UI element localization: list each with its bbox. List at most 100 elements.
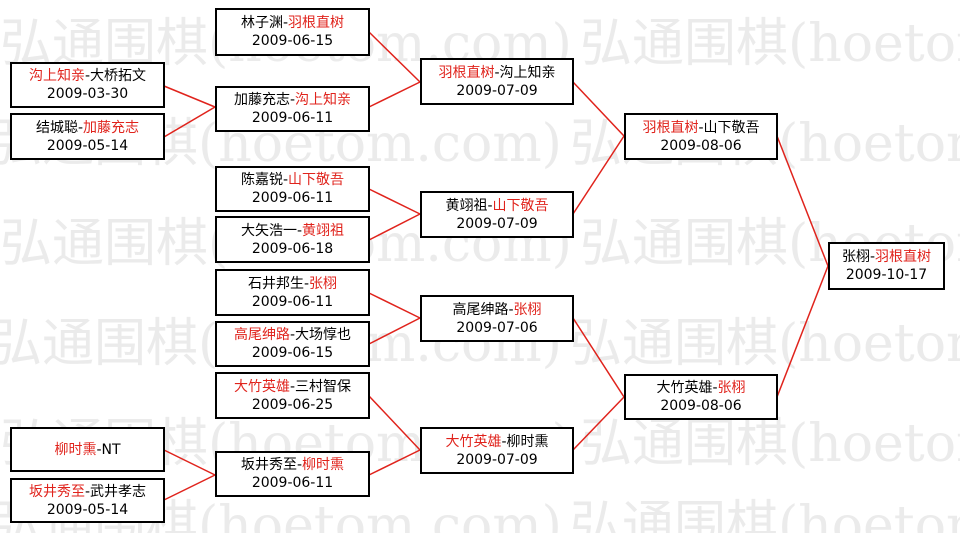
player-name: 武井孝志	[90, 483, 147, 500]
connector-line	[368, 395, 421, 451]
separator: -	[487, 197, 493, 214]
player-name: 柳时熏	[54, 441, 97, 458]
match-date: 2009-06-15	[251, 33, 334, 49]
match-players: 加藤充志-沟上知亲	[234, 91, 351, 109]
separator: -	[77, 119, 84, 136]
separator: -	[296, 222, 303, 239]
player-name: 林子渊	[240, 15, 283, 31]
player-name: 坂井秀至	[28, 483, 85, 500]
match-players: 大竹英雄-三村智保	[234, 378, 351, 396]
separator: -	[303, 275, 310, 292]
player-name: 沟上知亲	[499, 64, 556, 81]
player-name: 大矢浩一	[240, 222, 297, 239]
player-name: 羽根直树	[438, 64, 495, 81]
match-players: 石井邦生-张栩	[248, 275, 337, 293]
connector-line	[368, 81, 421, 108]
connector-line	[572, 81, 625, 137]
match-players: 沟上知亲-大桥拓文	[29, 67, 146, 85]
connector-line	[572, 396, 625, 451]
connector-line	[368, 188, 421, 215]
match-date: 2009-07-06	[456, 319, 538, 336]
player-name: 张栩	[841, 249, 870, 265]
player-name: 黄翊祖	[302, 222, 345, 239]
match-players: 坂井秀至-柳时熏	[241, 456, 344, 474]
separator: -	[289, 92, 296, 108]
player-name: 三村智保	[295, 378, 352, 395]
player-name: 加藤充志	[233, 92, 290, 108]
connector-line	[776, 135, 829, 267]
player-name: NT	[101, 441, 121, 458]
match-players: 林子渊-羽根直树	[241, 14, 344, 32]
match-date: 2009-06-11	[251, 293, 334, 310]
separator: -	[869, 249, 876, 265]
connector-line	[163, 449, 216, 476]
match-date: 2009-06-25	[251, 396, 334, 413]
match-date: 2009-07-09	[456, 451, 538, 468]
match-date: 2009-06-15	[251, 345, 334, 361]
match-date: 2009-05-14	[46, 501, 129, 518]
player-name: 高尾绅路	[452, 301, 509, 318]
connector-line	[163, 474, 216, 501]
player-name: 羽根直树	[288, 15, 345, 31]
match-date: 2009-05-14	[46, 137, 129, 154]
separator: -	[501, 433, 507, 450]
separator: -	[96, 441, 102, 458]
match-players: 高尾绅路-大场惇也	[234, 326, 351, 344]
player-name: 高尾绅路	[233, 327, 290, 343]
separator: -	[698, 119, 704, 136]
connector-line	[368, 292, 421, 319]
match-date: 2009-06-18	[251, 240, 334, 257]
player-name: 山下敬吾	[288, 172, 345, 188]
player-name: 陈嘉锐	[240, 172, 283, 188]
connector-line	[368, 317, 421, 345]
match-players: 羽根直树-沟上知亲	[438, 64, 555, 82]
match-date: 2009-08-06	[660, 398, 742, 414]
connector-line	[572, 135, 625, 215]
player-name: 黄翊祖	[445, 197, 488, 214]
player-name: 坂井秀至	[240, 457, 297, 473]
separator: -	[282, 172, 289, 188]
player-name: 张栩	[513, 301, 542, 318]
separator: -	[282, 15, 289, 31]
player-name: 柳时熏	[302, 457, 345, 473]
connector-line	[368, 213, 421, 241]
connector-line	[163, 85, 216, 108]
match-date: 2009-08-06	[660, 137, 742, 154]
match-players: 陈嘉锐-山下敬吾	[241, 171, 344, 189]
player-name: 大桥拓文	[90, 68, 147, 84]
player-name: 山下敬吾	[703, 119, 760, 136]
separator: -	[712, 380, 718, 396]
player-name: 羽根直树	[642, 119, 699, 136]
match-players: 羽根直树-山下敬吾	[642, 119, 759, 137]
player-name: 大场惇也	[295, 327, 352, 343]
separator: -	[84, 483, 91, 500]
match-players: 大竹英雄-柳时熏	[445, 433, 548, 451]
player-name: 大竹英雄	[445, 433, 502, 450]
player-name: 羽根直树	[875, 249, 932, 265]
match-date: 2009-03-30	[46, 86, 129, 102]
player-name: 加藤充志	[83, 119, 140, 136]
match-date: 2009-07-09	[456, 215, 538, 232]
match-players: 坂井秀至-武井孝志	[29, 483, 146, 501]
player-name: 石井邦生	[247, 275, 304, 292]
match-date: 2009-07-09	[456, 82, 538, 99]
match-date: 2009-06-11	[251, 110, 334, 126]
separator: -	[289, 378, 296, 395]
